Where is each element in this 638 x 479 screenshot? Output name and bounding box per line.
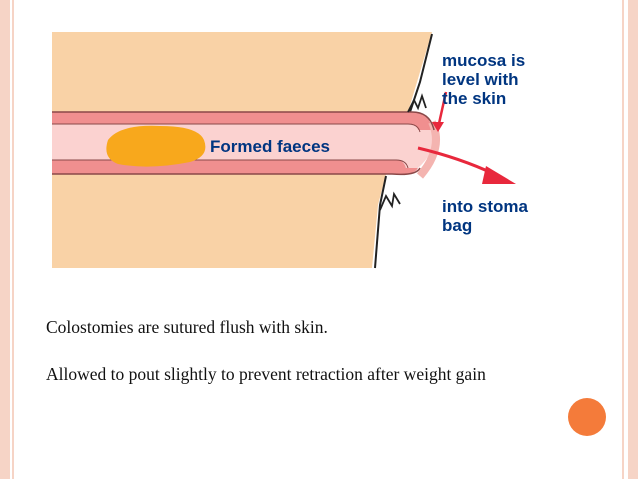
bowel-wall-upper	[52, 112, 432, 130]
slide-border-right-inner	[622, 0, 624, 479]
bowel-wall-lower	[52, 160, 418, 175]
faeces-blob	[106, 125, 206, 167]
caption-line-2: Allowed to pout slightly to prevent retr…	[46, 364, 486, 384]
suture-lower	[379, 191, 401, 211]
label-bag-line1: into stoma	[442, 197, 528, 216]
skin-surface-line-lower	[374, 175, 387, 269]
stoma-bag-arrowhead	[482, 166, 516, 184]
skin-upper	[52, 32, 432, 112]
slide-border-left-inner	[12, 0, 14, 479]
slide-border-right	[628, 0, 638, 479]
skin-lower	[52, 174, 386, 268]
caption-line-1: Colostomies are sutured flush with skin.	[46, 317, 328, 337]
label-mucosa-line1: mucosa is	[442, 51, 525, 70]
label-faeces: Formed faeces	[210, 137, 330, 156]
label-mucosa-line3: the skin	[442, 89, 506, 108]
label-bag-line2: bag	[442, 216, 472, 235]
colostomy-diagram: mucosa is level with the skin Formed fae…	[52, 32, 528, 269]
suture-upper	[407, 93, 427, 113]
mucosa-arrowhead	[432, 122, 444, 132]
decorative-orange-circle	[568, 398, 606, 436]
slide-border-left	[0, 0, 10, 479]
label-mucosa-line2: level with	[442, 70, 519, 89]
